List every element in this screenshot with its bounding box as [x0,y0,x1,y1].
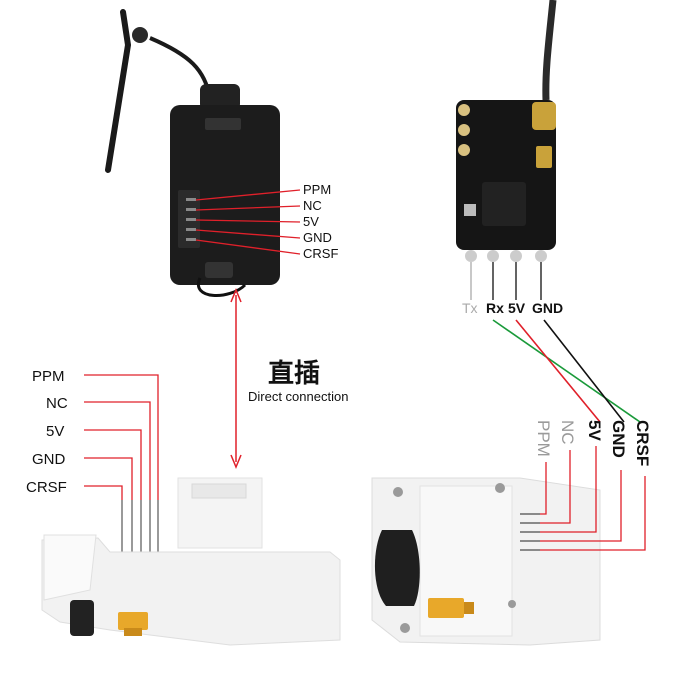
right-black-knob [374,530,420,606]
receiver-pin-lines [470,262,542,300]
receiver-to-adapter-wires [492,319,641,423]
direct-connection-subtitle: Direct connection [248,389,348,404]
left-black-knob [70,600,94,636]
right-adapter [371,446,646,646]
receiver-crystal [464,204,476,216]
direct-connection-arrow [230,288,242,469]
right-pin-leaders [540,446,646,551]
right-xt30-cap [464,602,474,614]
top-pin-gnd: GND [303,230,332,245]
receiver-pcb [456,100,556,250]
right-pin-crsf: CRSF [633,420,652,466]
left-pin-nc: NC [46,395,68,412]
left-pin-ppm: PPM [32,368,65,385]
module-wires [196,277,247,297]
module-top-cap [200,84,240,110]
receiver-pin-tx: Tx [462,300,478,316]
top-pin-nc: NC [303,198,322,213]
antenna-stub [105,9,132,173]
right-pin-5v: 5V [585,420,604,441]
receiver-board: Tx Rx 5V GND [456,0,563,316]
antenna-hinge [132,27,148,43]
receiver-header-pins [465,250,547,262]
receiver-pin-5v: 5V [508,300,526,316]
right-screw-2 [495,483,505,493]
left-header-pins [121,500,159,552]
receiver-pin-gnd: GND [532,300,563,316]
left-pin-leaders [84,374,159,500]
left-pin-gnd: GND [32,451,66,468]
receiver-chip [482,182,526,226]
receiver-side-pads [458,104,470,156]
left-housing-wing [43,534,97,601]
right-pin-gnd: GND [609,420,628,458]
module-pins [186,198,196,241]
receiver-pin-rx: Rx [486,300,504,316]
left-housing-slot [191,483,247,499]
right-screw-3 [400,623,410,633]
right-screw-1 [393,487,403,497]
receiver-led-pad [536,146,552,168]
receiver-ufl [532,102,556,130]
module-bottom-plug [205,262,233,278]
module-grill [205,118,241,130]
right-adapter-labels: PPM NC 5V GND CRSF [534,420,652,466]
tx-module-black: PPM NC 5V GND CRSF [105,9,338,297]
left-xt30-connector [118,612,148,630]
right-pin-nc: NC [558,420,577,445]
right-xt30-connector [428,598,464,618]
right-screw-4 [508,600,516,608]
receiver-antenna [542,0,557,101]
top-pin-5v: 5V [303,214,319,229]
left-xt30-cap [124,628,142,636]
left-housing-body [41,537,341,646]
top-pin-ppm: PPM [303,182,331,197]
top-pin-leaders [195,189,301,255]
direct-connection-title: 直插 [268,359,320,389]
left-pin-crsf: CRSF [26,479,67,496]
right-header-pins [520,513,540,551]
top-pin-crsf: CRSF [303,246,338,261]
left-pin-5v: 5V [46,423,64,440]
left-adapter: PPM NC 5V GND CRSF [26,368,341,646]
right-pin-ppm: PPM [534,420,553,457]
